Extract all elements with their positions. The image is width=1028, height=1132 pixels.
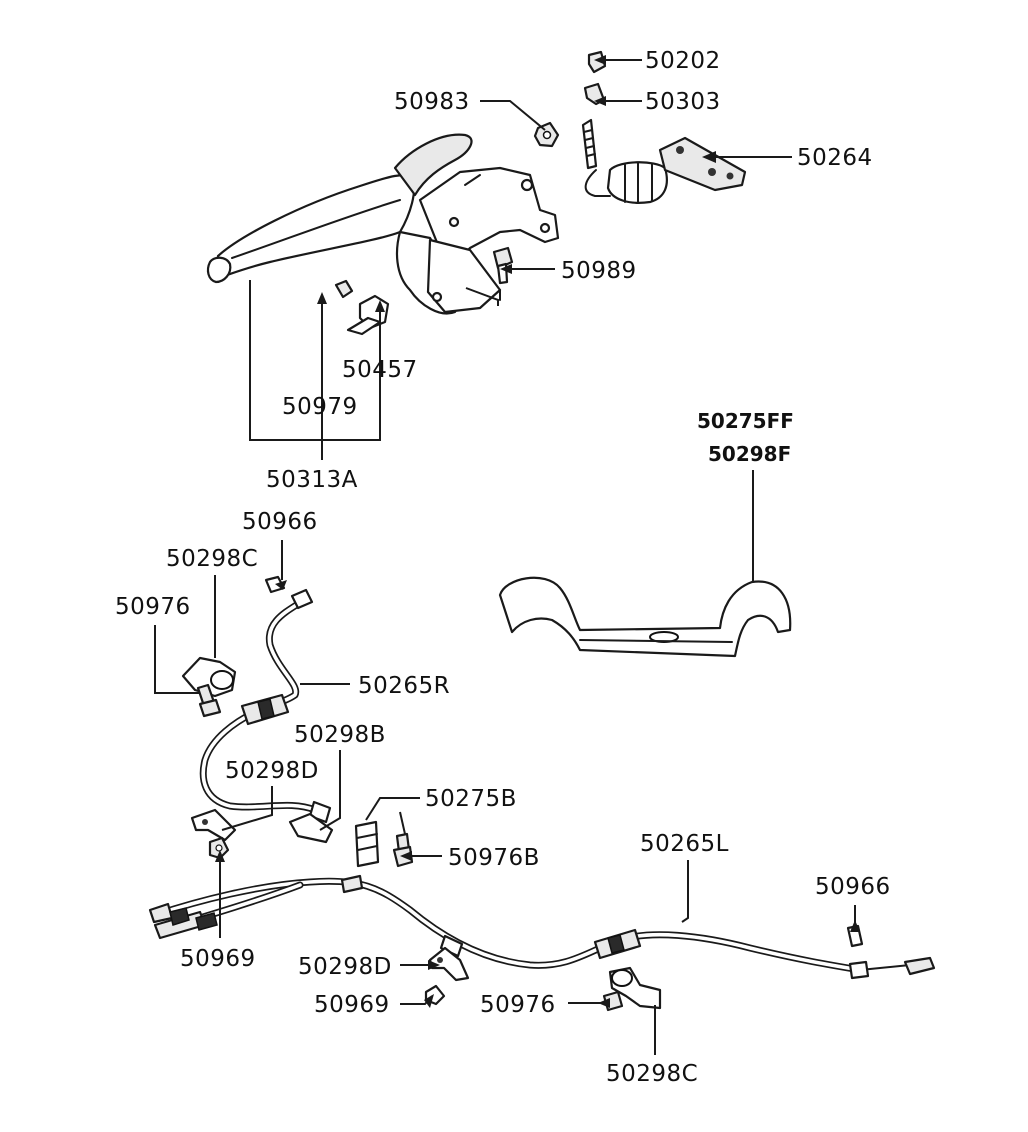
- bracket-50298D-top: [190, 808, 237, 842]
- label-50969-left: 50969: [180, 946, 256, 972]
- clip-50275B: [354, 820, 380, 868]
- label-50976B: 50976B: [448, 845, 540, 871]
- label-50264: 50264: [797, 145, 873, 171]
- label-50298D-bottom: 50298D: [298, 954, 392, 980]
- nut-50202: [587, 50, 607, 74]
- bolt-50976B: [392, 832, 414, 868]
- rear-cable-left: [148, 874, 936, 980]
- label-50969-bottom: 50969: [314, 992, 390, 1018]
- label-50265R: 50265R: [358, 673, 450, 699]
- bracket-50298B: [288, 812, 334, 844]
- clip-50966-top: [264, 575, 286, 594]
- label-50989: 50989: [561, 258, 637, 284]
- label-50966-top: 50966: [242, 509, 318, 535]
- switch-50457: [346, 294, 390, 336]
- bolt-50976-top: [196, 683, 222, 718]
- equalizer-50264: [581, 118, 747, 204]
- rear-cable-right: [199, 588, 332, 824]
- leader-lines: [154, 59, 856, 1055]
- label-50313A: 50313A: [266, 467, 358, 493]
- bracket-50298C-bottom: [608, 966, 662, 1010]
- part-labels: 50202 50303 50983 50264 50989 50457 5097…: [115, 48, 891, 1087]
- bracket-50298D-bottom: [428, 946, 470, 982]
- label-50298D-top: 50298D: [225, 758, 319, 784]
- cable-guide-bracket: [498, 576, 792, 658]
- label-50265L: 50265L: [640, 831, 729, 857]
- label-50298C-bottom: 50298C: [606, 1061, 698, 1087]
- nut-50983: [533, 121, 560, 148]
- label-50983: 50983: [394, 89, 470, 115]
- label-50966-right: 50966: [815, 874, 891, 900]
- label-50298C-top: 50298C: [166, 546, 258, 572]
- parking-brake-lever: [206, 133, 560, 315]
- label-50275B: 50275B: [425, 786, 517, 812]
- bolt-50979: [334, 279, 354, 299]
- label-50298F: 50298F: [708, 442, 791, 466]
- label-50298B: 50298B: [294, 722, 386, 748]
- label-50457: 50457: [342, 357, 418, 383]
- label-50275FF: 50275FF: [697, 409, 794, 433]
- arrowheads: [215, 55, 860, 1008]
- label-50202: 50202: [645, 48, 721, 74]
- label-50979: 50979: [282, 394, 358, 420]
- label-50976-bottom: 50976: [480, 992, 556, 1018]
- label-50976-top: 50976: [115, 594, 191, 620]
- bracket-50298C-top: [181, 656, 237, 698]
- label-50303: 50303: [645, 89, 721, 115]
- nut-50969-top: [208, 836, 230, 860]
